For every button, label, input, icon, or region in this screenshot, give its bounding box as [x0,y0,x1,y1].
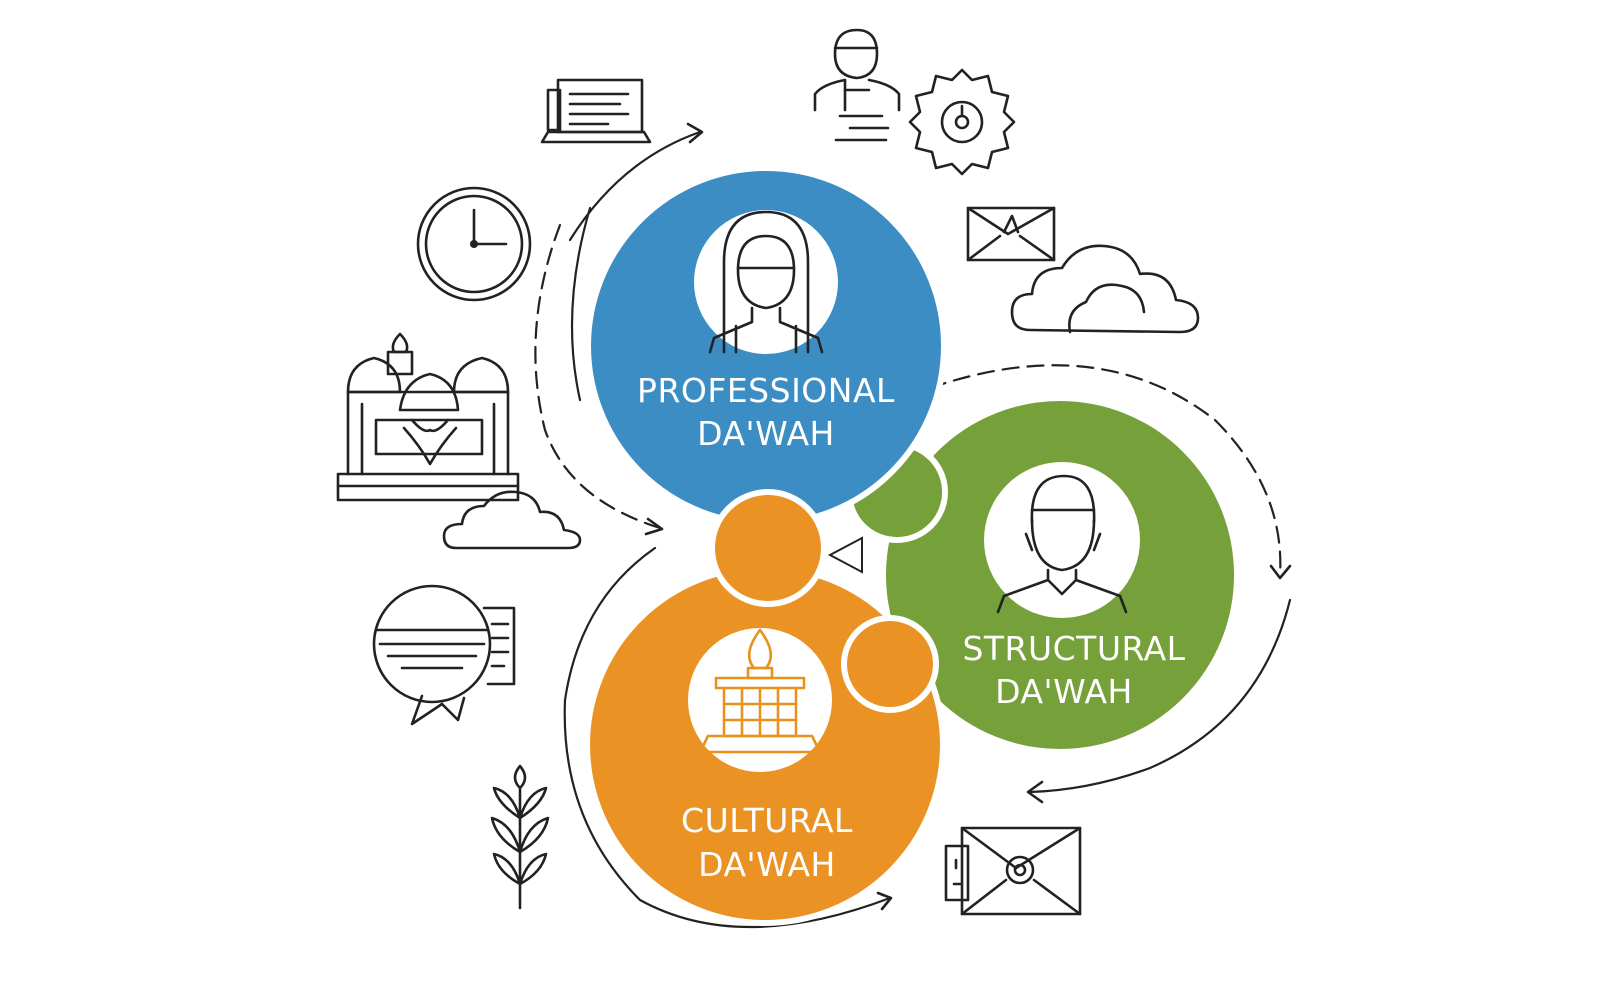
building-lamp-icon [688,628,832,772]
arrow-left-head [644,517,664,536]
speech-bubble-icon [372,584,516,726]
arrow-top-arc [568,130,702,242]
connector-triangle [827,536,863,574]
professional-label-line1: PROFESSIONAL [637,371,895,410]
arrow-left-dashed [534,223,662,530]
cultural-label-line2: DA'WAH [698,845,836,884]
structural-label-line1: STRUCTURAL [962,629,1185,668]
arrow-lower-right-head [1026,780,1044,804]
woman-avatar-icon [694,210,838,354]
envelope-icon [966,206,1056,262]
structural-label-line2: DA'WAH [995,672,1133,711]
arrow-inner-top [570,206,592,402]
cultural-connector-bubble-right [841,615,939,713]
mail-package-icon [944,826,1082,916]
cloud-icon [1010,244,1200,334]
main-circles [584,165,1240,926]
mosque-icon [336,332,520,502]
arrow-bottom-left [563,546,892,929]
laptop-document-icon [540,78,652,144]
arrow-top-head [686,122,704,144]
professional-label-line2: DA'WAH [697,414,835,453]
clock-icon [416,186,532,302]
gear-icon [834,68,1016,176]
arrow-bottom-head [876,891,893,911]
cloud-icon [442,490,582,550]
person-icon [813,28,901,112]
cultural-label-line1: CULTURAL [681,801,853,840]
plant-icon [490,764,550,910]
man-avatar-icon [984,462,1140,618]
arrow-right-dashed [928,364,1282,577]
cultural-connector-bubble-top [709,489,827,607]
arrow-right-head [1269,564,1292,580]
arrow-lower-right [1028,598,1292,794]
